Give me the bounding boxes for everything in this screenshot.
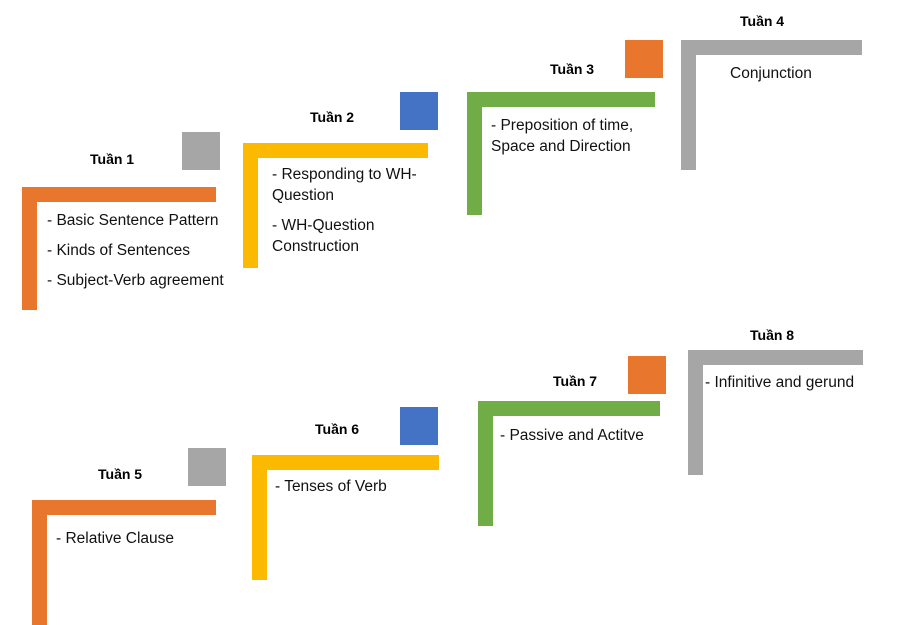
bracket-vertical-leg: [243, 158, 258, 268]
bracket-vertical-leg: [681, 55, 696, 170]
triangle-blue-icon: [400, 92, 438, 130]
step-items-week-2: - Responding to WH-Question - WH-Question…: [272, 164, 447, 257]
week-label-week-4: Tuần 4: [740, 13, 785, 29]
step-items-week-7: - Passive and Actitve: [500, 425, 680, 446]
step-item: - Kinds of Sentences: [47, 242, 191, 259]
week-label-week-6: Tuần 6: [315, 421, 360, 437]
step-items-week-8: - Infinitive and gerund: [705, 372, 870, 393]
bracket-vertical-leg: [478, 416, 493, 526]
step-item: Conjunction: [730, 65, 812, 82]
step-items-week-6: - Tenses of Verb: [275, 476, 450, 497]
step-item: - Basic Sentence Pattern: [47, 212, 219, 229]
bracket-vertical-leg: [467, 107, 482, 215]
bracket-vertical-leg: [688, 365, 703, 475]
step-item: - Preposition of time, Space and Directi…: [491, 117, 634, 155]
triangle-orange-icon: [628, 356, 666, 394]
step-item: - Responding to WH-Question: [272, 166, 417, 204]
step-item: - Relative Clause: [56, 530, 175, 547]
week-label-week-3: Tuần 3: [550, 61, 595, 77]
bracket-horizontal-bar: [681, 40, 862, 55]
triangle-gray-icon: [182, 132, 220, 170]
step-item: - Infinitive and gerund: [705, 374, 855, 391]
bracket-horizontal-bar: [688, 350, 863, 365]
bracket-horizontal-bar: [467, 92, 655, 107]
bracket-horizontal-bar: [243, 143, 428, 158]
bracket-horizontal-bar: [32, 500, 216, 515]
triangle-blue-icon: [400, 407, 438, 445]
week-label-week-8: Tuần 8: [750, 327, 795, 343]
week-label-week-1: Tuần 1: [90, 151, 135, 167]
bracket-horizontal-bar: [22, 187, 216, 202]
step-items-week-5: - Relative Clause: [56, 528, 241, 549]
week-label-week-5: Tuần 5: [98, 466, 143, 482]
bracket-vertical-leg: [252, 470, 267, 580]
step-item: - Subject-Verb agreement: [47, 272, 224, 289]
bracket-vertical-leg: [32, 515, 47, 625]
bracket-horizontal-bar: [478, 401, 660, 416]
step-item: - Tenses of Verb: [275, 478, 387, 495]
week-label-week-7: Tuần 7: [553, 373, 598, 389]
step-item: - WH-Question Construction: [272, 217, 375, 255]
step-items-week-1: - Basic Sentence Pattern - Kinds of Sente…: [47, 210, 257, 291]
step-items-week-3: - Preposition of time, Space and Directi…: [491, 115, 666, 157]
step-item: - Passive and Actitve: [500, 427, 644, 444]
step-items-week-4: Conjunction: [730, 63, 890, 84]
bracket-vertical-leg: [22, 202, 37, 310]
week-label-week-2: Tuần 2: [310, 109, 355, 125]
bracket-horizontal-bar: [252, 455, 439, 470]
triangle-orange-icon: [625, 40, 663, 78]
triangle-gray-icon: [188, 448, 226, 486]
